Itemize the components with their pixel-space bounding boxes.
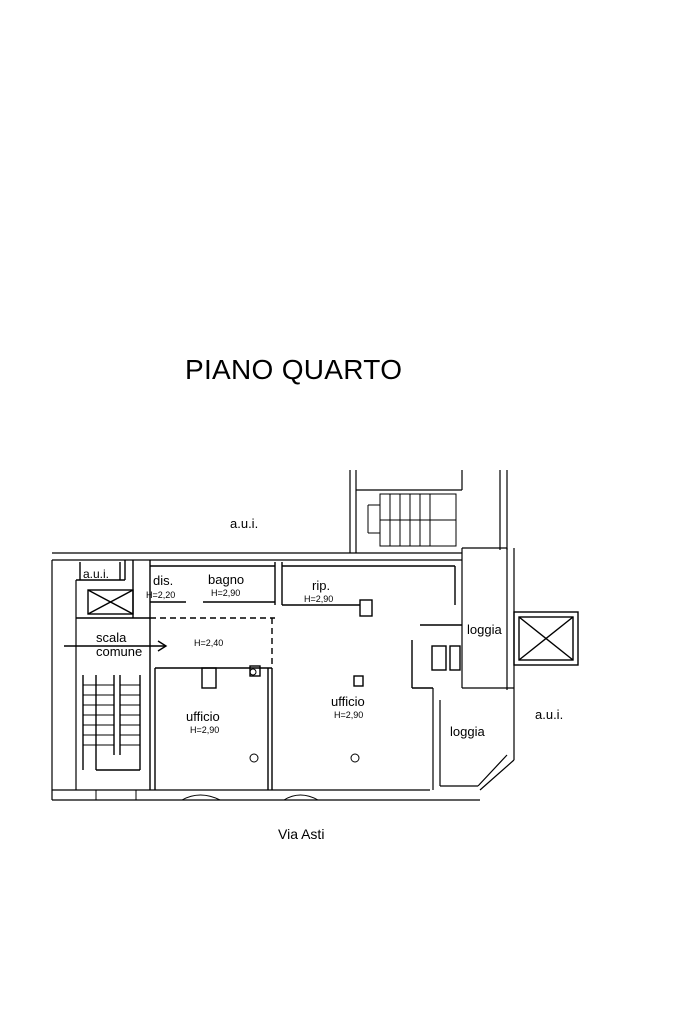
label-comune: comune bbox=[96, 644, 142, 659]
label-dis: dis. bbox=[153, 573, 173, 588]
label-aui-right: a.u.i. bbox=[535, 707, 563, 722]
top-stairs bbox=[367, 493, 457, 547]
left-stairs bbox=[83, 684, 140, 746]
label-loggia-top: loggia bbox=[467, 622, 502, 637]
exterior-walls bbox=[51, 470, 515, 801]
columns bbox=[249, 668, 360, 763]
windows bbox=[95, 790, 319, 801]
label-corridor-height: H=2,40 bbox=[194, 638, 223, 648]
label-bagno-height: H=2,90 bbox=[211, 588, 240, 598]
label-aui-left: a.u.i. bbox=[83, 567, 109, 581]
label-loggia-bottom: loggia bbox=[450, 724, 485, 739]
street-label: Via Asti bbox=[278, 826, 325, 842]
label-ufficio-right: ufficio bbox=[331, 694, 365, 709]
label-ufficio-left: ufficio bbox=[186, 709, 220, 724]
label-bagno: bagno bbox=[208, 572, 244, 587]
label-ufficio-left-height: H=2,90 bbox=[190, 725, 219, 735]
label-rip-height: H=2,90 bbox=[304, 594, 333, 604]
label-scala: scala bbox=[96, 630, 127, 645]
label-rip: rip. bbox=[312, 578, 330, 593]
page-title: PIANO QUARTO bbox=[185, 354, 403, 385]
label-aui-top: a.u.i. bbox=[230, 516, 258, 531]
label-ufficio-right-height: H=2,90 bbox=[334, 710, 363, 720]
label-dis-height: H=2,20 bbox=[146, 590, 175, 600]
